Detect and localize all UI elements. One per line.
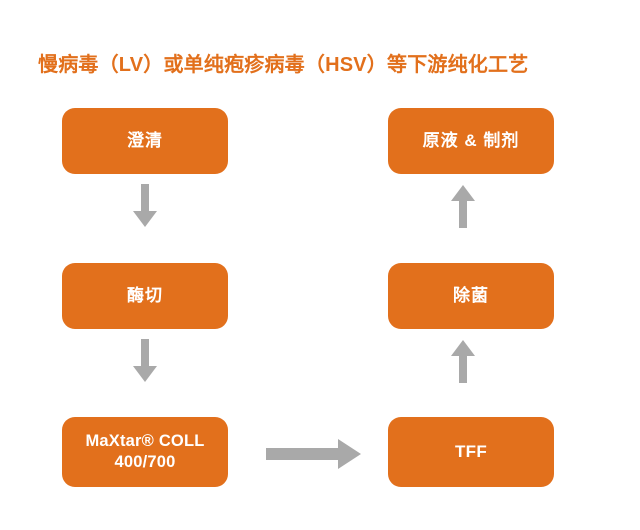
arrow-up-icon (448, 184, 478, 228)
arrow-right-icon (266, 437, 362, 471)
process-box-label: 酶切 (127, 286, 163, 306)
process-box-label: 原液 & 制剂 (422, 131, 520, 151)
page-title: 慢病毒（LV）或单纯疱疹病毒（HSV）等下游纯化工艺 (38, 54, 529, 76)
process-box-label: TFF (454, 442, 488, 462)
arrow-up-icon (448, 339, 478, 383)
process-box-clarification[interactable]: 澄清 (62, 108, 228, 174)
process-box-maxtar-coll[interactable]: MaXtar® COLL 400/700 (62, 417, 228, 487)
arrow-down-icon (130, 184, 160, 228)
process-box-sterile-filtration[interactable]: 除菌 (388, 263, 554, 329)
process-box-label: 澄清 (127, 131, 163, 151)
process-box-label: 除菌 (453, 286, 489, 306)
arrow-down-icon (130, 339, 160, 383)
process-box-enzymatic-digestion[interactable]: 酶切 (62, 263, 228, 329)
process-box-drug-substance-product[interactable]: 原液 & 制剂 (388, 108, 554, 174)
process-box-label: MaXtar® COLL 400/700 (85, 431, 205, 471)
process-box-tff[interactable]: TFF (388, 417, 554, 487)
